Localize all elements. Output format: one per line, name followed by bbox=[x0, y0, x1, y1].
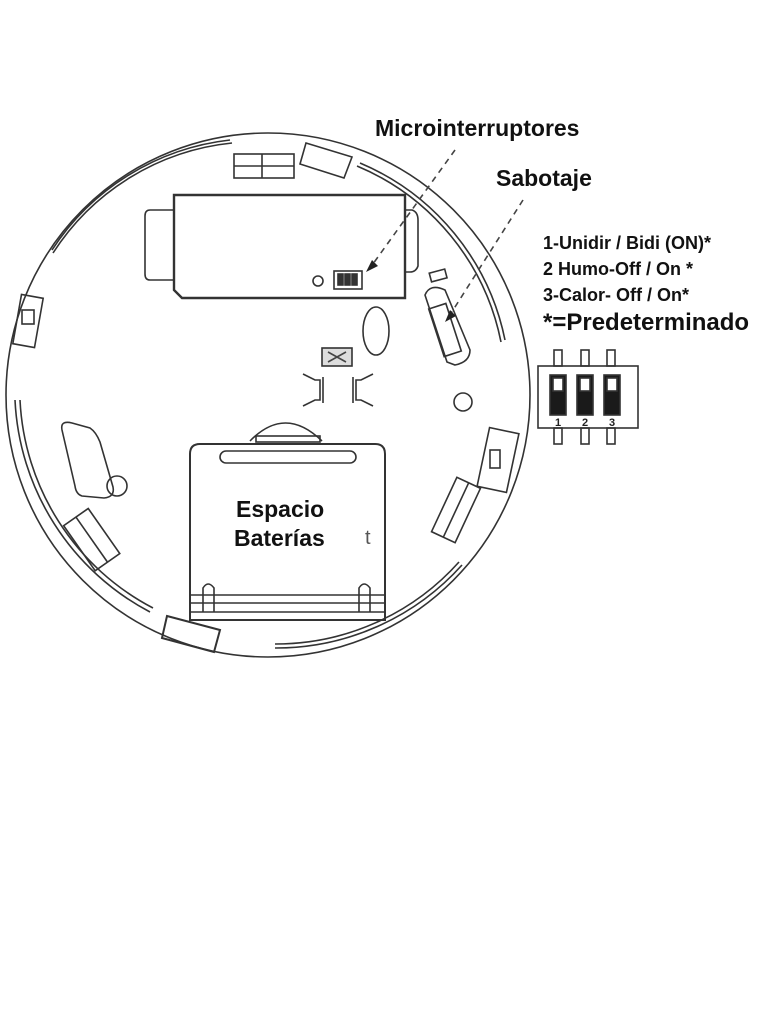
battery-label-line2: Baterías bbox=[234, 525, 325, 551]
tamper-callout: Sabotaje bbox=[496, 165, 592, 191]
left-latch bbox=[60, 421, 115, 499]
dip-label-1: 1 bbox=[555, 417, 561, 429]
dip-label-2: 2 bbox=[582, 417, 588, 429]
battery-label: Espacio Baterías bbox=[234, 495, 325, 553]
oval-hole bbox=[362, 306, 390, 356]
dip-label-3: 3 bbox=[609, 417, 615, 429]
legend-row-2: 2 Humo-Off / On * bbox=[543, 259, 693, 279]
tamper-switch bbox=[424, 286, 471, 366]
pcb-led bbox=[312, 275, 324, 287]
tamper-arrow bbox=[445, 310, 456, 322]
dip-switch-enlarged bbox=[537, 349, 639, 445]
battery-label-line1: Espacio bbox=[236, 496, 325, 522]
base-outer-ring bbox=[5, 132, 531, 658]
battery-compartment bbox=[189, 443, 386, 621]
inner-ring-arc bbox=[51, 139, 231, 251]
stray-glyph: t bbox=[365, 527, 371, 549]
left-tab bbox=[11, 293, 45, 349]
battery-slot bbox=[219, 450, 357, 464]
battery-handle bbox=[249, 422, 323, 442]
right-screw-hole bbox=[453, 392, 473, 412]
bottom-left-tab bbox=[160, 614, 222, 654]
right-bracket bbox=[352, 373, 374, 407]
legend-default-note: *=Predeterminado bbox=[543, 309, 750, 336]
dip-switch-legend: 1-Unidir / Bidi (ON)* 2 Humo-Off / On * … bbox=[543, 230, 749, 338]
pcb-dip-switch bbox=[333, 270, 363, 290]
microswitches-callout: Microinterruptores bbox=[375, 115, 580, 141]
pcb-module bbox=[172, 193, 407, 300]
legend-row-3: 3-Calor- Off / On* bbox=[543, 285, 690, 305]
microswitch-leader bbox=[369, 149, 456, 269]
left-screw-hole bbox=[106, 475, 128, 497]
microswitch-arrow bbox=[366, 260, 378, 272]
tamper-top-tab bbox=[428, 268, 449, 283]
left-bracket bbox=[302, 373, 324, 407]
right-tab bbox=[476, 426, 520, 494]
tamper-leader bbox=[447, 199, 524, 319]
legend-row-1: 1-Unidir / Bidi (ON)* bbox=[543, 233, 711, 253]
top-right-tab bbox=[299, 141, 354, 179]
